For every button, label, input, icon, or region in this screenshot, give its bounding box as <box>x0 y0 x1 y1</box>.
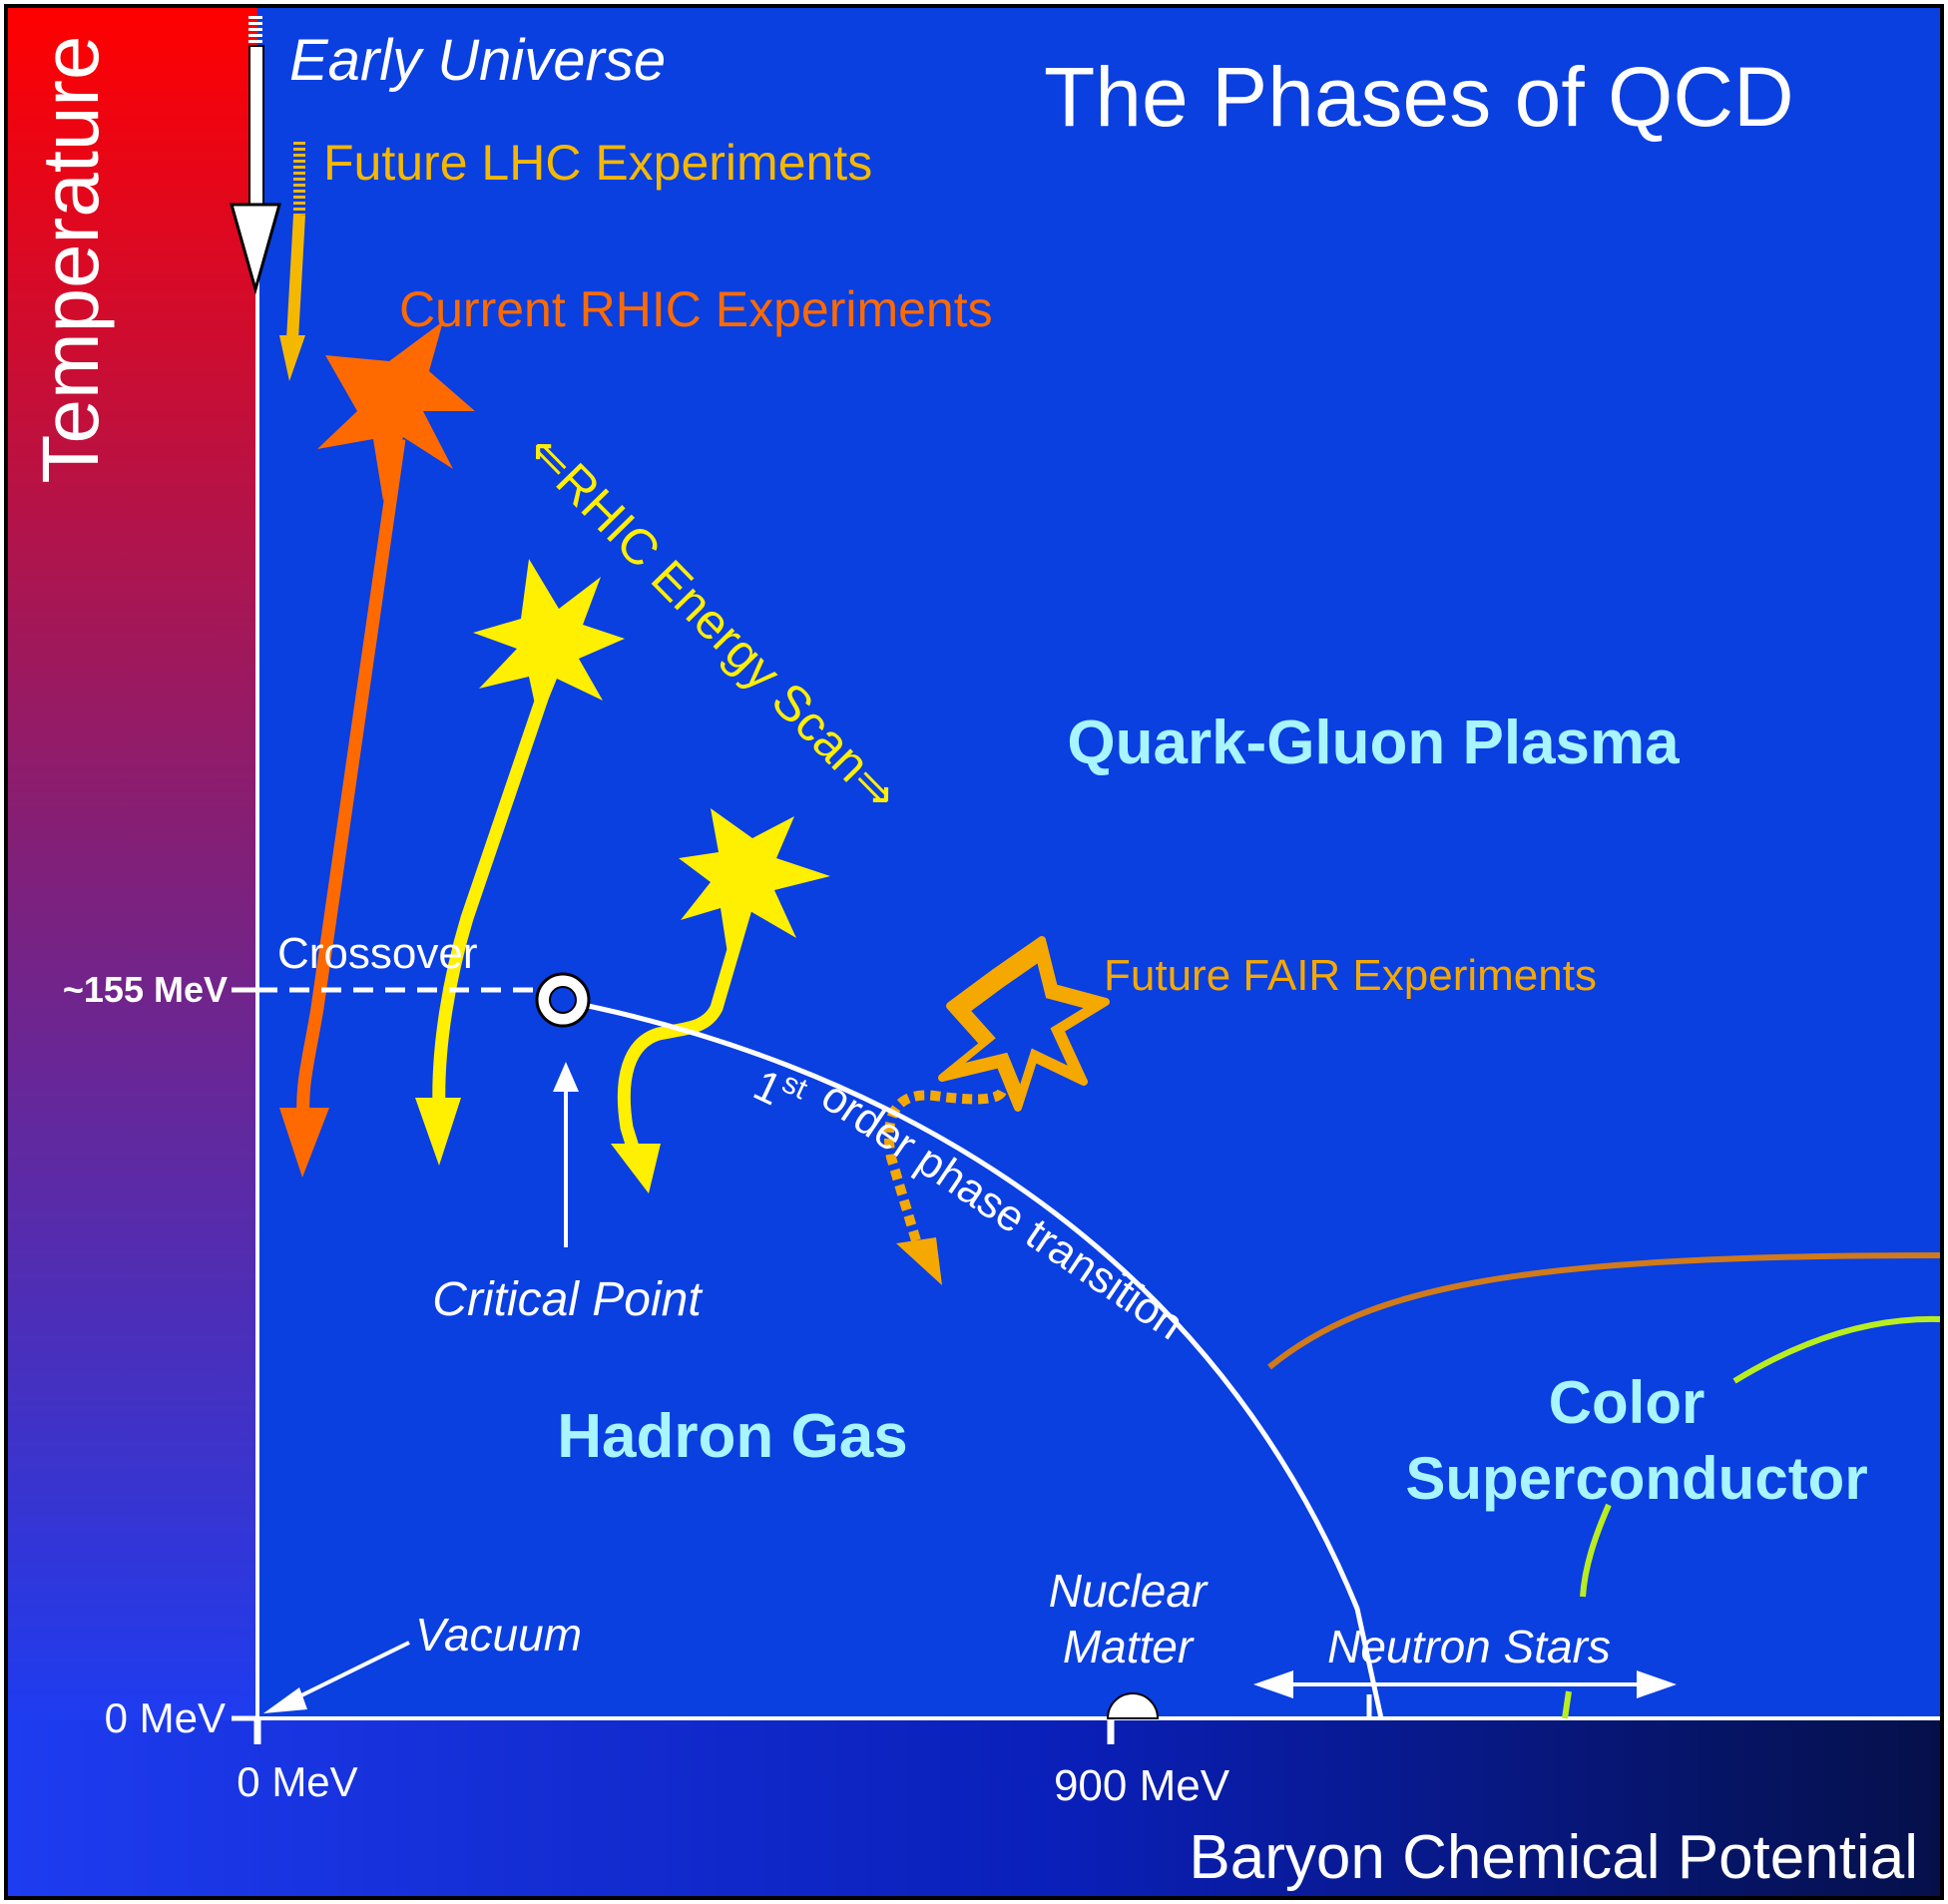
vacuum-label: Vacuum <box>415 1609 582 1661</box>
critical-point-arrowhead <box>553 1062 579 1092</box>
superconductor-boundary-green-tick <box>1562 1690 1572 1719</box>
y-tick-155-label: ~155 MeV <box>63 969 228 1010</box>
nuclear-matter-marker <box>1106 1692 1160 1719</box>
vacuum-arrow-line <box>288 1641 410 1703</box>
y-axis-label: Temperature <box>26 35 115 483</box>
temperature-gradient-bar <box>8 8 257 1720</box>
future-lhc-label: Future LHC Experiments <box>323 135 872 191</box>
superconductor-boundary-green <box>1732 1315 1941 1384</box>
neutron-stars-arrow-right <box>1637 1670 1677 1698</box>
color-superconductor-line1: Color <box>1549 1369 1705 1436</box>
scan-trajectory-2 <box>611 808 830 1193</box>
current-rhic-label: Current RHIC Experiments <box>399 281 993 337</box>
y-tick-0-label: 0 MeV <box>105 1694 226 1741</box>
lhc-arrow <box>279 142 305 381</box>
x-tick-0-label: 0 MeV <box>237 1758 357 1805</box>
neutron-stars-label: Neutron Stars <box>1327 1621 1611 1672</box>
phase-transition-curve <box>568 999 1384 1719</box>
rhic-trajectory <box>279 321 475 1178</box>
fair-trajectory <box>883 936 1110 1285</box>
x-axis-label: Baryon Chemical Potential <box>1189 1823 1918 1892</box>
neutron-stars-arrow-left <box>1253 1670 1293 1698</box>
critical-point-label: Critical Point <box>432 1273 703 1326</box>
crossover-label: Crossover <box>277 929 478 978</box>
superconductor-boundary-orange <box>1267 1252 1941 1370</box>
future-fair-label: Future FAIR Experiments <box>1104 951 1597 1000</box>
nuclear-matter-line2: Matter <box>1063 1621 1195 1672</box>
early-universe-arrow <box>230 16 281 295</box>
scan-trajectory-1 <box>415 559 625 1166</box>
early-universe-label: Early Universe <box>289 28 666 93</box>
x-tick-900-label: 900 MeV <box>1054 1761 1230 1810</box>
page-title: The Phases of QCD <box>1044 50 1794 144</box>
quark-gluon-plasma-label: Quark-Gluon Plasma <box>1067 709 1680 777</box>
superconductor-boundary-green-lower <box>1580 1503 1612 1598</box>
bottom-gradient-bar <box>8 1720 1940 1896</box>
nuclear-matter-line1: Nuclear <box>1049 1565 1209 1617</box>
vacuum-arrowhead <box>263 1687 307 1713</box>
hadron-gas-label: Hadron Gas <box>557 1402 907 1471</box>
critical-point-inner <box>549 986 577 1014</box>
color-superconductor-line2: Superconductor <box>1405 1445 1867 1512</box>
